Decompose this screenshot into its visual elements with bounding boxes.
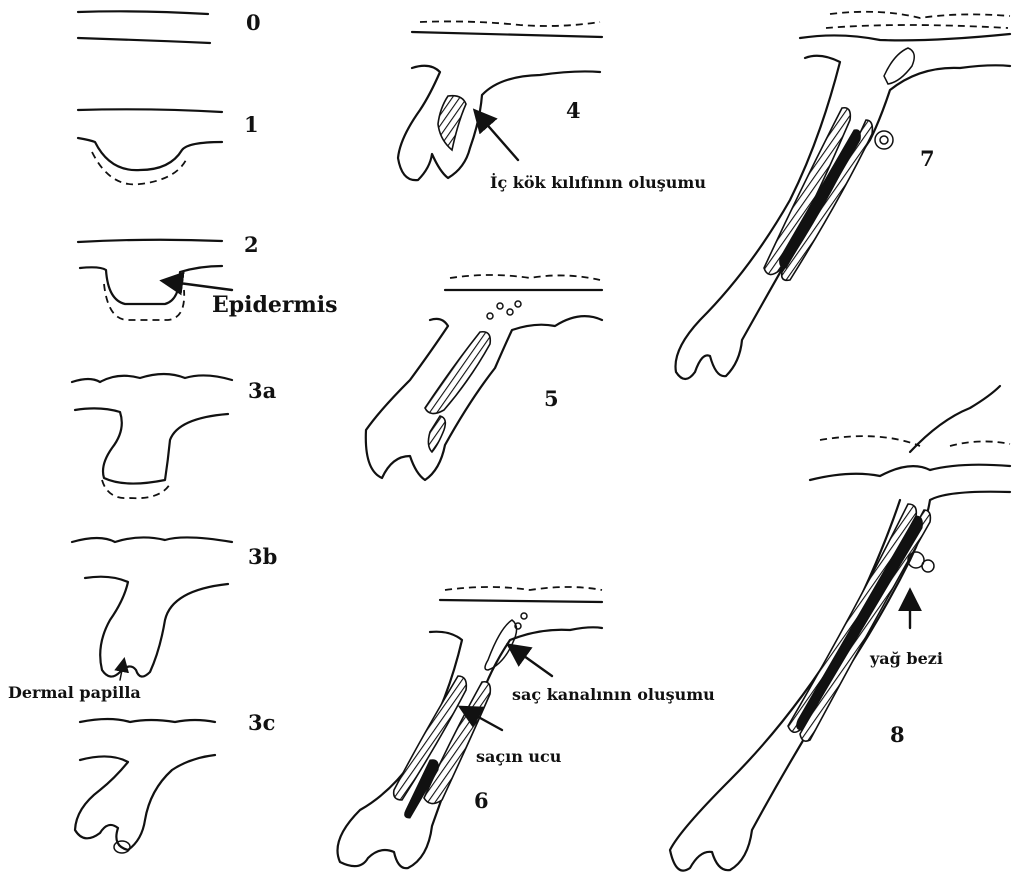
hair-tip-label: saçın ucu [476, 747, 562, 766]
stage-label-3a: 3a [248, 378, 277, 403]
epidermis-label: Epidermis [212, 292, 338, 318]
stage-3b-drawing [72, 537, 232, 676]
epidermis-arrow [164, 281, 232, 290]
inner-root-sheath-label: İç kök kılıfının oluşumu [490, 172, 706, 192]
stage-label-6: 6 [474, 788, 489, 813]
stage-3c-drawing [75, 719, 215, 853]
sebaceous-gland-label: yağ bezi [869, 649, 943, 668]
stage-label-1: 1 [244, 112, 259, 137]
dermal-papilla-label: Dermal papilla [8, 683, 141, 702]
stage-label-2: 2 [244, 232, 259, 257]
stage-label-3b: 3b [248, 544, 277, 569]
inner-root-sheath-arrow [476, 112, 518, 160]
stage-label-4: 4 [566, 98, 581, 123]
hair-canal-arrow [510, 646, 552, 676]
stage-label-8: 8 [890, 722, 905, 747]
stage-0-drawing [78, 11, 210, 43]
hair-canal-label: saç kanalının oluşumu [512, 685, 715, 704]
stage-3a-drawing [72, 374, 232, 498]
stage-7-drawing [676, 12, 1011, 379]
stage-label-3c: 3c [248, 710, 275, 735]
stage-label-5: 5 [544, 386, 559, 411]
stage-6-drawing [338, 587, 603, 868]
stage-label-0: 0 [246, 10, 261, 35]
stage-8-drawing [670, 386, 1010, 871]
stage-2-drawing [78, 240, 222, 320]
stage-1-drawing [78, 109, 222, 184]
stage-5-drawing [366, 275, 602, 480]
stage-label-7: 7 [920, 146, 935, 171]
